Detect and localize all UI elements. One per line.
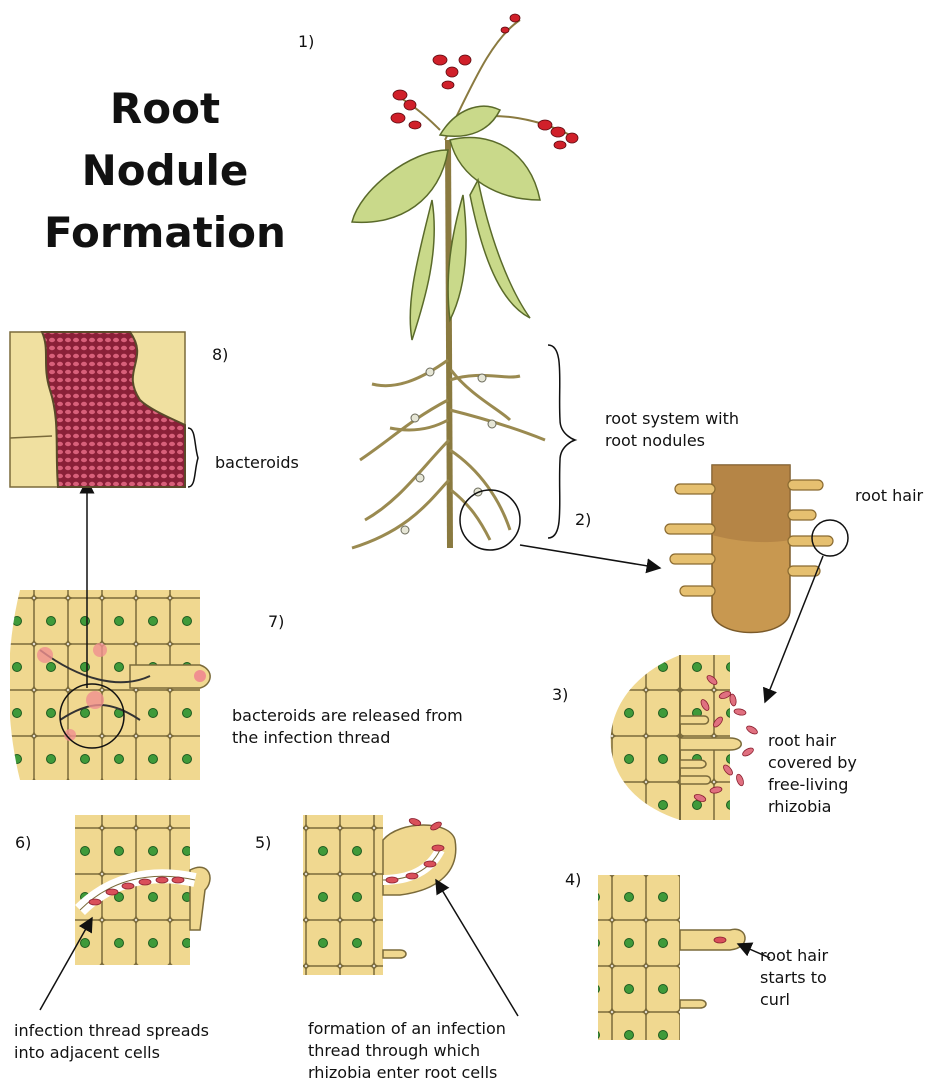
released-label: bacteroids are released from the infecti…: [232, 705, 463, 749]
bacteroids-brace: [188, 428, 198, 487]
arrow-to-root-hair: [520, 545, 660, 568]
bacteroid-cell: [10, 332, 198, 487]
zoom-circle-roots: [460, 490, 520, 550]
rhizobia-cells: [590, 655, 759, 825]
diagram-title: Root Nodule Formation: [20, 78, 310, 264]
root-hair-label: root hair: [855, 485, 923, 507]
curling-hair-cells: [598, 875, 770, 1040]
step-5-number: 5): [255, 833, 271, 852]
step-8-number: 8): [212, 345, 228, 364]
thread-formation-label: formation of an infection thread through…: [308, 1018, 506, 1084]
root-system-brace: [548, 345, 575, 538]
step-1-number: 1): [298, 32, 314, 51]
step-4-number: 4): [565, 870, 581, 889]
thread-spread-cells: [40, 815, 210, 1010]
covered-label: root hair covered by free-living rhizobi…: [768, 730, 857, 818]
plant-illustration: [352, 14, 660, 568]
release-cells: [10, 480, 210, 780]
root-system-label: root system with root nodules: [605, 408, 739, 452]
step-7-number: 7): [268, 612, 284, 631]
arrow-to-thread: [436, 880, 518, 1016]
thread-spreads-label: infection thread spreads into adjacent c…: [14, 1020, 209, 1064]
step-2-number: 2): [575, 510, 591, 529]
step-3-number: 3): [552, 685, 568, 704]
curl-label: root hair starts to curl: [760, 945, 828, 1011]
step-6-number: 6): [15, 833, 31, 852]
thread-formation-cells: [303, 815, 518, 1016]
bacteroids-label: bacteroids: [215, 452, 299, 474]
